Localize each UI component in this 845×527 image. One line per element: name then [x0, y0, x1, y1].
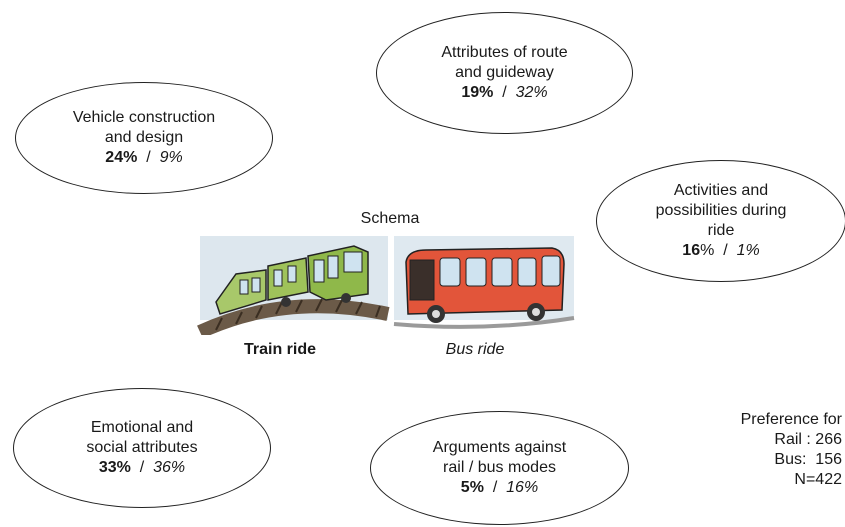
- bus-percent: 1%: [736, 242, 760, 259]
- separator: /: [723, 242, 728, 259]
- ellipse-label-line: social attributes: [86, 439, 198, 456]
- ellipse-label-line: Attributes of route: [441, 44, 568, 61]
- separator: /: [139, 459, 145, 476]
- train-icon: [215, 245, 369, 315]
- percent-pair: 33% / 36%: [99, 458, 185, 478]
- ellipse-label-line: possibilities during: [655, 202, 787, 219]
- train-and-bus-illustration: [196, 232, 578, 335]
- rail-percent: 19%: [461, 84, 494, 101]
- category-ellipse-emotional-social: Emotional and social attributes 33% / 36…: [13, 388, 271, 508]
- percent-pair: 16% / 1%: [682, 241, 759, 261]
- train-ride-label: Train ride: [243, 341, 317, 358]
- ellipse-label-line: ride: [707, 222, 735, 239]
- rail-percent: 16: [682, 242, 701, 259]
- ellipse-label-line: Emotional and: [90, 419, 194, 436]
- ellipse-label-line: Activities and: [673, 182, 769, 199]
- road: [393, 316, 575, 329]
- ellipse-label-line: and design: [104, 129, 184, 146]
- bus-percent: 16%: [506, 479, 539, 496]
- preference-bus-count: Bus: 156: [774, 451, 842, 468]
- bus-icon: [405, 247, 565, 323]
- preference-rail-count: Rail : 266: [774, 431, 842, 448]
- bus-percent: 9%: [159, 149, 183, 166]
- separator: /: [146, 149, 151, 166]
- category-ellipse-vehicle-construction: Vehicle construction and design 24% / 9%: [15, 82, 273, 194]
- category-ellipse-route-guideway: Attributes of route and guideway 19% / 3…: [376, 12, 633, 134]
- ellipse-label-line: Vehicle construction: [72, 109, 216, 126]
- bus-percent: 36%: [153, 459, 186, 476]
- schema-title: Schema: [360, 210, 420, 227]
- bus-percent: 32%: [515, 84, 548, 101]
- category-ellipse-activities: Activities and possibilities during ride…: [596, 160, 845, 282]
- separator: /: [502, 84, 507, 101]
- rail-percent: 24%: [105, 149, 138, 166]
- rail-percent: 33%: [98, 459, 131, 476]
- category-ellipse-arguments-against: Arguments against rail / bus modes 5% / …: [370, 411, 629, 525]
- preference-total: N=422: [794, 471, 842, 488]
- separator: /: [492, 479, 498, 496]
- railway-track: [197, 298, 390, 335]
- percent-pair: 5% / 16%: [461, 478, 538, 498]
- rail-percent-sign: %: [700, 242, 715, 259]
- rail-percent: 5%: [460, 479, 484, 496]
- preference-summary: Preference for Rail : 266 Bus: 156 N=422: [741, 410, 842, 490]
- ellipse-label-line: rail / bus modes: [443, 459, 556, 476]
- percent-pair: 19% / 32%: [461, 83, 547, 103]
- percent-pair: 24% / 9%: [105, 148, 182, 168]
- ellipse-label-line: Arguments against: [432, 439, 567, 456]
- ellipse-label-line: and guideway: [455, 64, 554, 81]
- bus-ride-label: Bus ride: [445, 341, 505, 358]
- preference-heading: Preference for: [740, 411, 842, 428]
- bus-door: [409, 259, 435, 301]
